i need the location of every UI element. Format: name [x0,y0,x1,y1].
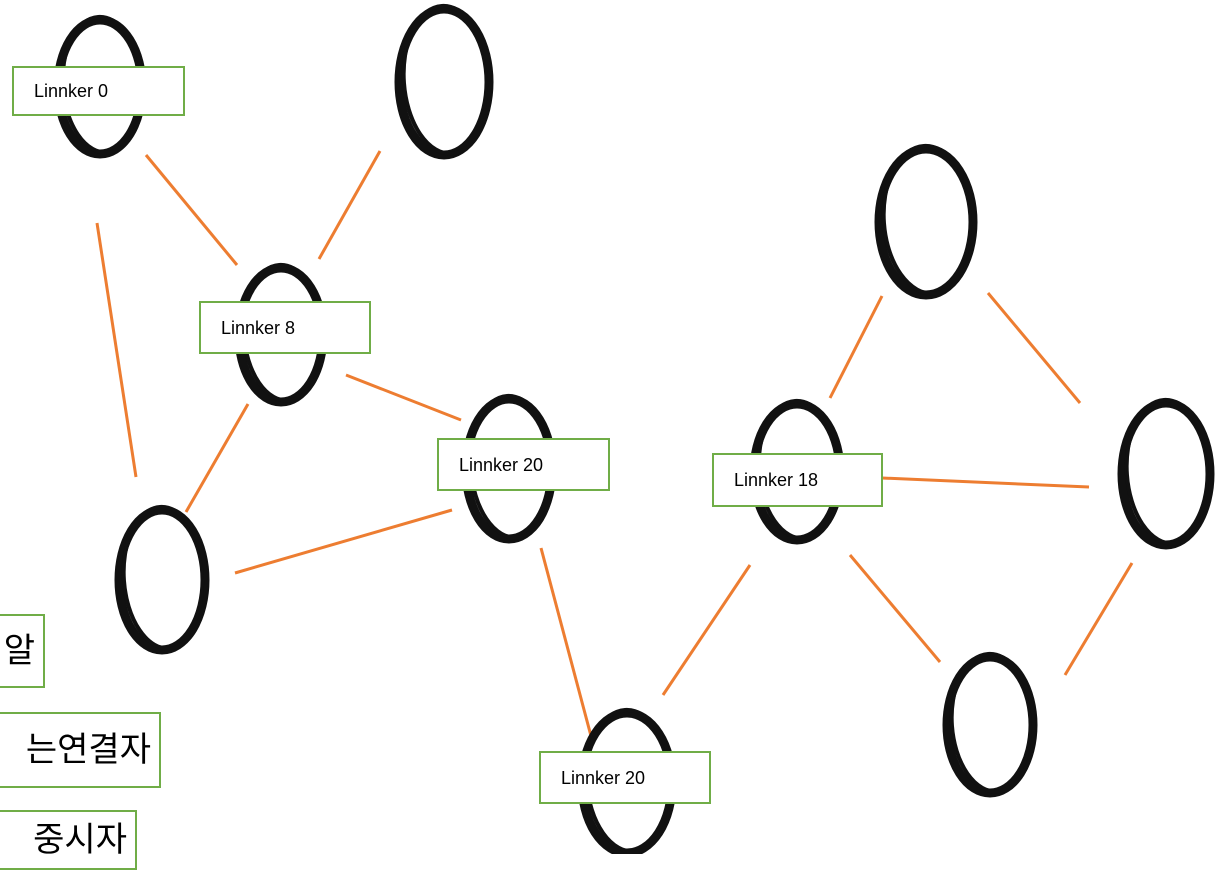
node-ring-brush [949,651,1037,794]
side-label-1: 알 [0,614,45,688]
edge-n4-n5 [234,508,453,575]
side-label-3: 중시자 [0,810,137,870]
node-ring-brush [1124,397,1214,546]
side-label-2: 는연결자 [0,712,161,788]
node-n8 [874,143,978,300]
edge-n8-n9 [986,292,1082,404]
edge-n3-n4 [184,403,250,513]
edge-n1-n4 [95,222,138,478]
node-label-linnker-20-center: Linnker 20 [437,438,610,491]
node-label-linnker-0: Linnker 0 [12,66,185,116]
node-n10 [942,651,1038,798]
node-ring-brush [881,143,977,296]
node-label-linnker-18: Linnker 18 [712,453,883,507]
edge-n7-n9 [881,476,1090,489]
edge-n7-n10 [848,554,942,663]
edges-layer [95,150,1134,737]
node-n9 [1117,397,1215,550]
node-n2 [394,3,494,160]
edge-n1-n3 [144,154,239,266]
edge-n6-n7 [661,564,752,696]
node-label-linnker-8: Linnker 8 [199,301,371,354]
node-n4 [114,504,210,655]
edge-n7-n8 [828,295,884,399]
node-label-linnker-20-bottom: Linnker 20 [539,751,711,804]
nodes-layer [53,3,1215,854]
edge-n2-n3 [317,150,382,260]
edge-n5-n6 [539,547,593,737]
node-ring-brush [401,3,493,156]
node-ring-brush [121,504,209,651]
edge-n9-n10 [1063,562,1134,676]
edge-n3-n5 [345,373,462,422]
